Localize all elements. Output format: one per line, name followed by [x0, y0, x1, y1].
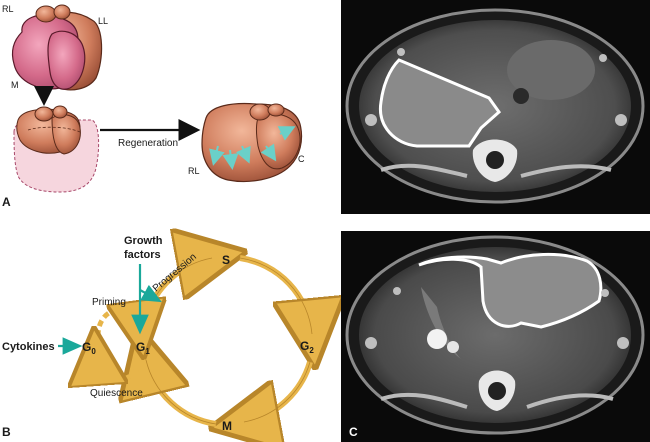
lobe-label-rl-regenerated: RL [188, 166, 200, 176]
resected-liver-illustration [13, 105, 100, 193]
lobe-label-c: C [298, 154, 305, 164]
ct-scan-top-drawing [345, 8, 645, 204]
growth-factors-label-line1: Growth [124, 235, 163, 247]
intact-liver-illustration [11, 4, 103, 91]
lobe-label-ll: LL [98, 16, 108, 26]
phase-g1: G1 [136, 340, 150, 356]
quiescence-loop [96, 310, 140, 380]
panel-c-label: C [349, 425, 358, 439]
regenerated-liver-illustration [201, 102, 303, 183]
ct-scan-top [341, 0, 650, 214]
lobe-label-rl: RL [2, 4, 14, 14]
panel-b: Growth factors Cytokines G0 G1 S G2 M Pr… [2, 235, 314, 439]
regeneration-label: Regeneration [118, 138, 178, 149]
priming-label: Priming [92, 297, 126, 308]
phase-g0: G0 [82, 340, 96, 356]
lobe-label-m: M [11, 80, 19, 90]
quiescence-label: Quiescence [90, 388, 143, 399]
phase-m: M [222, 419, 232, 433]
growth-factors-branch-arrow [139, 284, 162, 303]
panel-a-label: A [2, 195, 11, 209]
panel-a: RL LL M Regeneration RL [2, 4, 305, 209]
phase-s: S [222, 253, 230, 267]
ct-scan-bottom-drawing: C [345, 235, 645, 439]
ct-scan-bottom: C [341, 231, 650, 442]
cytokines-label: Cytokines [2, 341, 55, 353]
phase-g2: G2 [300, 339, 314, 355]
growth-factors-label-line2: factors [124, 249, 161, 261]
panel-b-label: B [2, 425, 11, 439]
